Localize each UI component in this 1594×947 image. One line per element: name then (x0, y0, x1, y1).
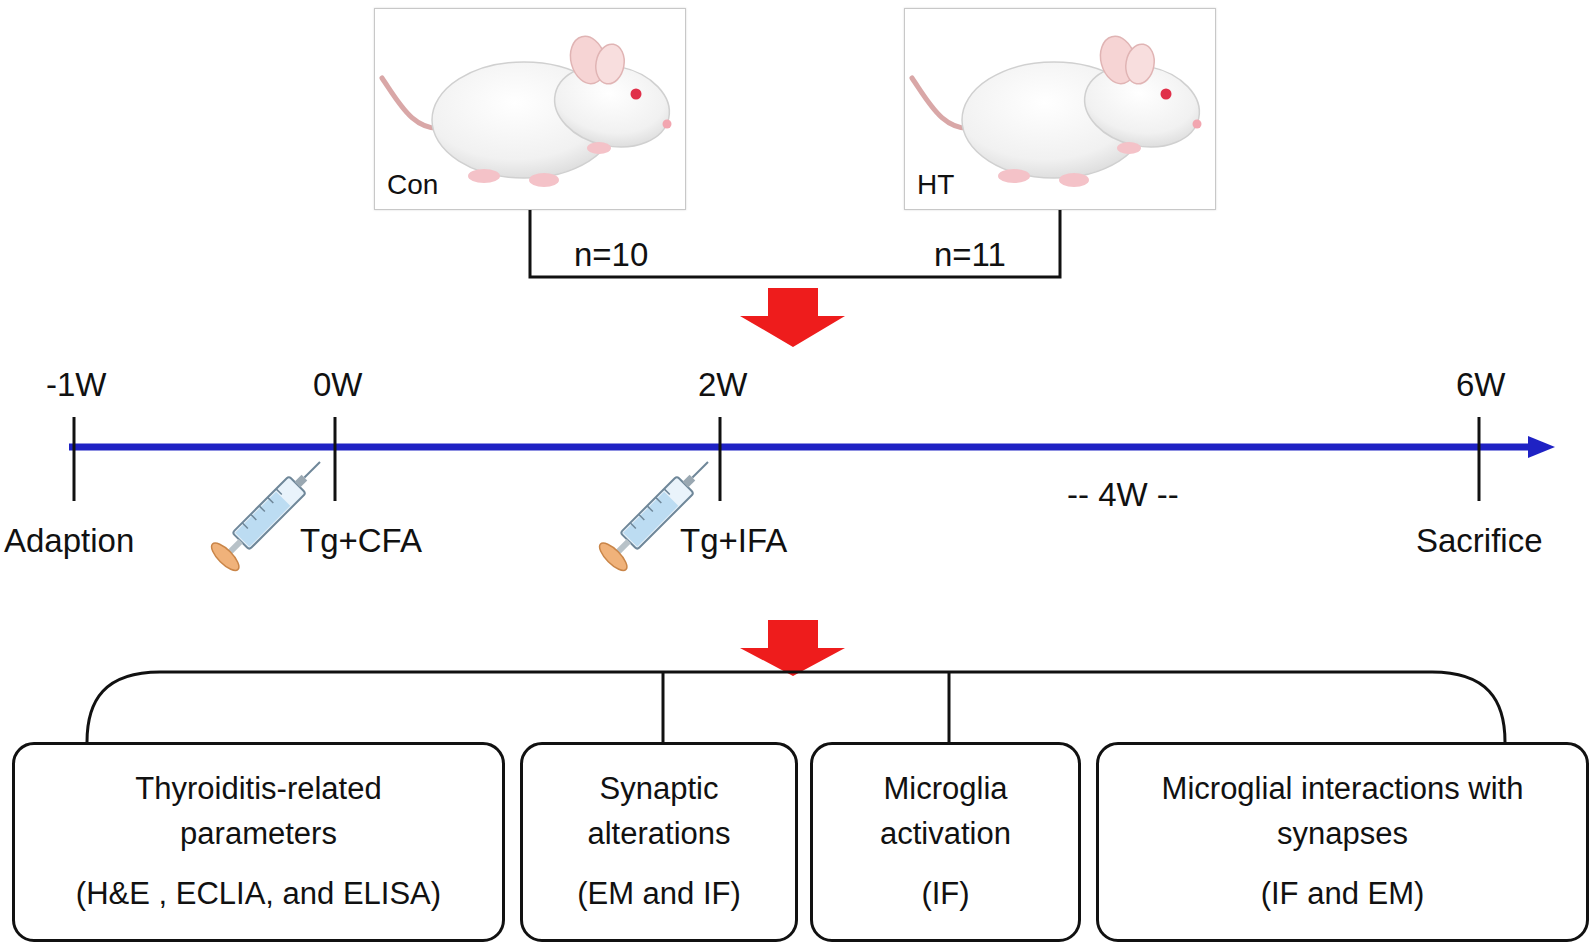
process-box: Microglia activation (IF) (810, 742, 1081, 942)
node-title: Synaptic alterations (537, 767, 781, 857)
node-title: Thyroiditis-related parameters (89, 767, 429, 857)
process-box: Microglial interactions with synapses (IF… (1096, 742, 1589, 942)
time-label: 0W (313, 368, 363, 401)
node-title: Microglia activation (827, 767, 1064, 857)
node-detail: (IF) (921, 872, 969, 917)
node-title: Con (387, 170, 438, 201)
time-label: 6W (1456, 368, 1506, 401)
process-box: Thyroiditis-related parameters (H&E , ECL… (12, 742, 505, 942)
bracket-connector (530, 210, 1060, 277)
duration-label: -- 4W -- (1067, 478, 1179, 511)
step-label: Tg+IFA (680, 524, 787, 557)
node-detail: (H&E , ECLIA, and ELISA) (76, 872, 441, 917)
time-label: 2W (698, 368, 748, 401)
node-detail: (IF and EM) (1261, 872, 1425, 917)
photo-box: HT (904, 8, 1216, 210)
sample-size: n=11 (934, 238, 1006, 271)
time-label: -1W (46, 368, 107, 401)
node-title: HT (917, 170, 954, 201)
step-label: Adaption (4, 524, 134, 557)
photo-box: Con (374, 8, 686, 210)
sample-size: n=10 (574, 238, 648, 271)
step-label: Tg+CFA (300, 524, 422, 557)
process-box: Synaptic alterations (EM and IF) (520, 742, 798, 942)
step-label: Sacrifice (1416, 524, 1543, 557)
node-detail: (EM and IF) (577, 872, 741, 917)
node-title: Microglial interactions with synapses (1113, 767, 1572, 857)
